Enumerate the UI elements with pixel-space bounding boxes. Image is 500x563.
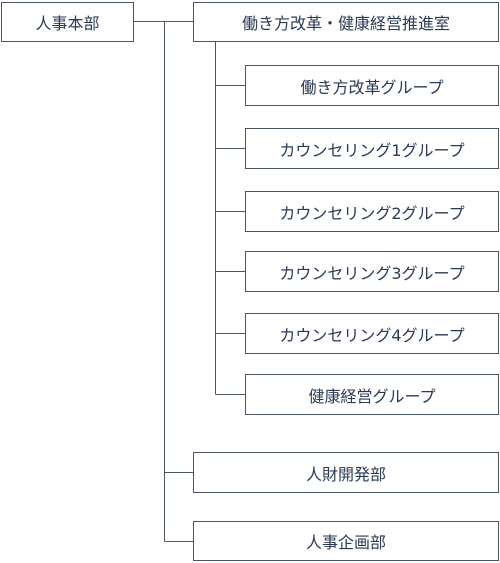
- group-node: カウンセリング4グループ: [245, 313, 499, 354]
- group-label: カウンセリング3グループ: [279, 263, 465, 283]
- department-label: 人財開発部: [305, 464, 386, 484]
- group-node: カウンセリング1グループ: [245, 128, 499, 169]
- root-label: 人事本部: [35, 14, 100, 33]
- group-label: 健康経営グループ: [308, 386, 436, 406]
- department-node: 人財開発部: [193, 452, 499, 493]
- office-node: 働き方改革・健康経営推進室: [193, 2, 499, 42]
- group-node: カウンセリング2グループ: [245, 191, 499, 232]
- group-node: カウンセリング3グループ: [245, 251, 499, 292]
- group-label: カウンセリング2グループ: [279, 203, 465, 223]
- department-label: 人事企画部: [305, 533, 386, 552]
- group-label: 働き方改革グループ: [300, 77, 444, 97]
- group-node: 健康経営グループ: [245, 374, 499, 415]
- department-node: 人事企画部: [193, 521, 499, 561]
- root-node: 人事本部: [1, 2, 134, 42]
- group-label: カウンセリング1グループ: [279, 140, 465, 160]
- office-label: 働き方改革・健康経営推進室: [241, 14, 450, 33]
- group-node: 働き方改革グループ: [245, 65, 499, 106]
- group-label: カウンセリング4グループ: [279, 325, 465, 345]
